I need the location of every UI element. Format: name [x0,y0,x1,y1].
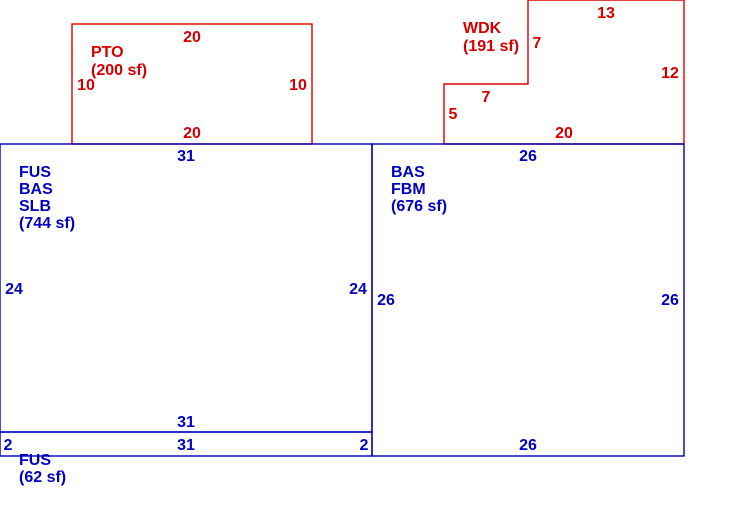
right-bottom-dimension: 26 [519,437,537,454]
right-code-bas: BAS [391,164,425,181]
right-right-dimension: 26 [661,292,679,309]
wdk-area-label: (191 sf) [463,38,519,55]
right-code-fbm: FBM [391,181,426,198]
pto-bottom-dimension: 20 [183,125,201,142]
right-left-dimension: 26 [377,292,395,309]
wdk-bottom-dimension: 20 [555,125,573,142]
right-top-dimension: 26 [519,148,537,165]
pto-code-label: PTO [91,44,124,61]
left-left-dimension: 24 [5,281,23,298]
wdk-code-label: WDK [463,20,502,37]
wdk-top-dimension: 13 [597,5,615,22]
left-bottom-dimension: 31 [177,414,195,431]
pto-right-dimension: 10 [289,77,307,94]
left-section-outline [0,143,373,433]
strip-top-dimension: 31 [177,437,195,454]
right-area-label: (676 sf) [391,198,447,215]
left-code-slb: SLB [19,198,51,215]
strip-code-fus: FUS [19,452,51,469]
strip-area-label: (62 sf) [19,469,66,486]
left-top-dimension: 31 [177,148,195,165]
right-section-outline [371,143,685,457]
left-area-label: (744 sf) [19,215,75,232]
wdk-step-vertical-dimension: 7 [533,35,542,52]
strip-section-outline [0,431,373,457]
wdk-right-dimension: 12 [661,65,679,82]
pto-area-label: (200 sf) [91,62,147,79]
strip-right-dimension: 2 [360,437,369,454]
wdk-left-dimension: 5 [449,106,458,123]
wdk-step-horizontal-dimension: 7 [482,89,491,106]
left-code-bas: BAS [19,181,53,198]
left-code-fus: FUS [19,164,51,181]
strip-left-dimension: 2 [4,437,13,454]
left-right-dimension: 24 [349,281,367,298]
pto-left-dimension: 10 [77,77,95,94]
pto-top-dimension: 20 [183,29,201,46]
